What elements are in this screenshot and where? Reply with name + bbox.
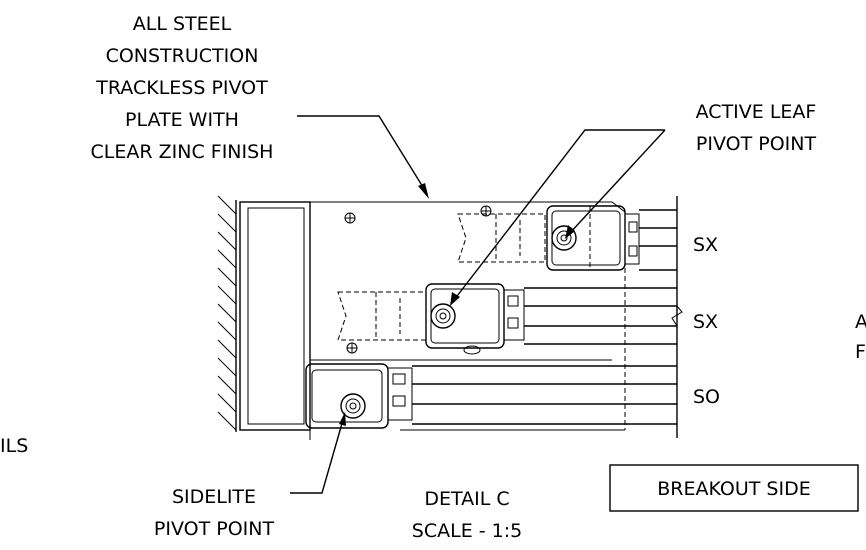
sidelite xyxy=(305,363,677,429)
steel-plate-line-2: CONSTRUCTION xyxy=(106,45,259,67)
cutoff-right-text-2: F xyxy=(855,341,866,363)
sidelite-line-1: SIDELITE xyxy=(172,486,256,508)
active-leaf-line-1: ACTIVE LEAF xyxy=(696,101,817,123)
steel-plate-callout: ALL STEEL CONSTRUCTION TRACKLESS PIVOT P… xyxy=(91,13,274,163)
sidelite-pivot-outer xyxy=(340,393,366,419)
detail-scale: SCALE - 1:5 xyxy=(412,520,522,542)
right-edge xyxy=(400,196,683,438)
active-leaf-callout: ACTIVE LEAF PIVOT POINT xyxy=(696,101,817,155)
steel-plate-line-1: ALL STEEL xyxy=(133,13,232,35)
steel-plate-line-4: PLATE WITH xyxy=(125,109,239,131)
pivot-plate xyxy=(309,201,626,440)
steel-plate-line-5: CLEAR ZINC FINISH xyxy=(91,141,274,163)
active-leaf-top xyxy=(546,205,677,271)
active-leaf-mid xyxy=(425,283,677,355)
detail-name: DETAIL C xyxy=(424,488,509,510)
label-sx-top: SX xyxy=(693,234,718,256)
sidelite-line-2: PIVOT POINT xyxy=(154,518,275,540)
mid-leaf-pivot-outer xyxy=(430,303,456,329)
wall-hatch xyxy=(217,195,237,432)
detail-title: DETAIL C SCALE - 1:5 xyxy=(412,488,522,542)
sidelite-callout: SIDELITE PIVOT POINT xyxy=(154,412,346,540)
label-so: SO xyxy=(693,386,720,408)
plate-screw-2 xyxy=(346,342,358,354)
steel-plate-leader xyxy=(297,115,429,199)
breakout-side-box: BREAKOUT SIDE xyxy=(609,464,859,512)
dashed-housing-top xyxy=(457,213,546,263)
active-leaf-pivot-outer xyxy=(551,225,577,251)
plate-screw-1 xyxy=(344,212,356,224)
breakout-side-label: BREAKOUT SIDE xyxy=(657,478,810,500)
dashed-housing-mid xyxy=(337,291,427,341)
frame-jamb xyxy=(239,201,311,431)
active-leaf-line-2: PIVOT POINT xyxy=(696,133,817,155)
steel-plate-line-3: TRACKLESS PIVOT xyxy=(95,77,268,99)
cutoff-left-text: ILS xyxy=(0,435,28,457)
active-leaf-leaders xyxy=(450,129,666,306)
cutoff-right-text-1: A xyxy=(855,311,866,333)
label-sx-mid: SX xyxy=(693,311,718,333)
